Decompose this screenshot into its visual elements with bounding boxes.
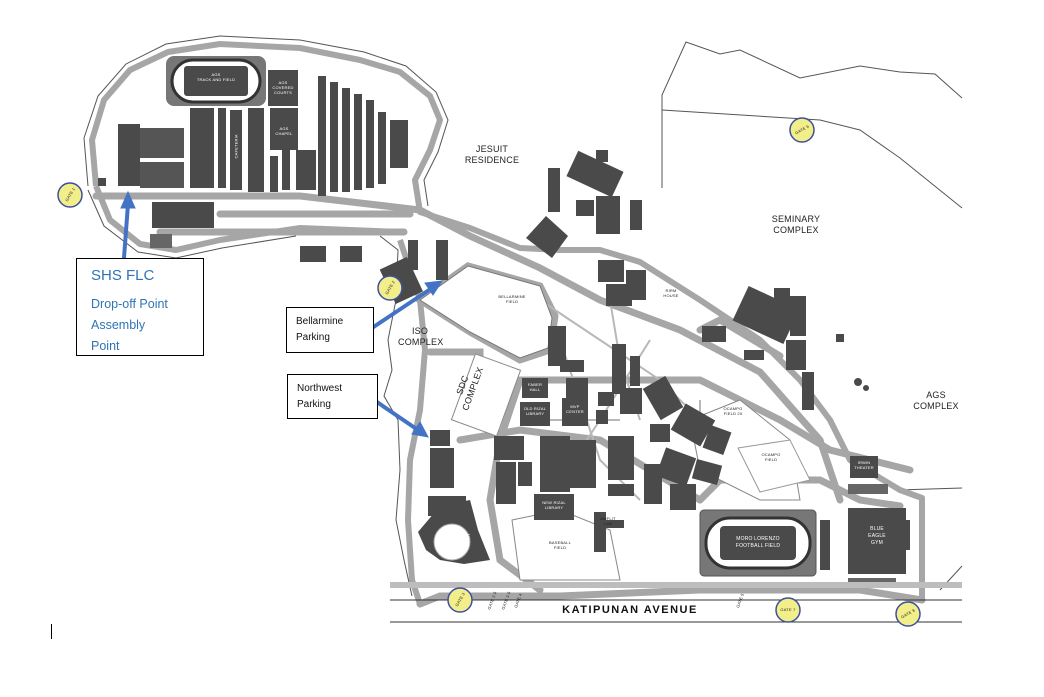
area-label-line: SEMINARY (771, 214, 821, 224)
area-label-line: AGS (926, 390, 946, 400)
label-line: FIELD (505, 299, 519, 304)
gate-marker (447, 587, 473, 613)
label-line: GYM (871, 540, 883, 546)
callout-title: SHS FLC (91, 267, 155, 284)
area-label-line: COMPLEX (913, 401, 959, 411)
label-line: BELLARMINE (498, 294, 526, 299)
callout-shs-flc: SHS FLC Drop-off Point Assembly Point (76, 258, 204, 356)
gates (57, 117, 921, 627)
label-line: OCAMPO (723, 406, 743, 411)
area-label-line: JESUIT (475, 144, 509, 154)
football-field (699, 509, 817, 577)
label-line: TRACK AND FIELD (196, 77, 236, 82)
label-line: CHAPEL (275, 131, 293, 136)
label-line: HOUSE (663, 293, 679, 298)
callout-line: Parking (297, 399, 331, 410)
label-line: EAGLE (868, 533, 886, 539)
label-line: LAB (603, 521, 613, 526)
label-line: AGS (211, 72, 221, 77)
label-line: OLD RIZAL (523, 406, 547, 411)
label-arete: ARETE (440, 535, 480, 541)
label-line: MVP (570, 404, 580, 409)
label-line: LIBRARY (544, 505, 564, 510)
area-label-line: COMPLEX (773, 225, 819, 235)
label-line: FOOTBALL FIELD (735, 543, 781, 549)
label-line: BASEBALL (548, 540, 572, 545)
label-line: FABER (527, 382, 543, 387)
text-cursor (51, 624, 52, 639)
area-label-line: RESIDENCE (464, 155, 520, 165)
label-line: NEW RIZAL (542, 500, 566, 505)
label-line: CAFETERIA (233, 134, 239, 159)
gate-marker (775, 597, 801, 623)
label-line: OCAMPO (761, 452, 781, 457)
label-line: AGS COVERED (272, 80, 294, 90)
label-line: THEATER (854, 465, 874, 470)
label-line: HALL (529, 387, 541, 392)
callout-northwest-parking: Northwest Parking (287, 374, 378, 419)
area-label-line: COMPLEX (398, 337, 444, 347)
callout-body: Drop-off Point Assembly Point (91, 294, 168, 357)
label-line: ARETE (449, 535, 471, 541)
label-line: FIELD (553, 545, 567, 550)
gate-marker (57, 182, 83, 208)
callout-line: Point (91, 339, 120, 353)
arete-court (433, 523, 471, 561)
label-line: CENTER (566, 409, 584, 414)
label-line: FIELD (764, 457, 778, 462)
label-line: COURTS (273, 90, 293, 95)
label-cafeteria: CAFETERIA (233, 134, 239, 159)
label-line: AMFLIT (600, 516, 616, 521)
gate-label: GATE 7 (778, 607, 798, 612)
gate-marker (895, 601, 921, 627)
gate-marker (789, 117, 815, 143)
callout-line: Assembly (91, 318, 146, 332)
buildings (98, 70, 910, 588)
label-line: LIBRARY (525, 411, 545, 416)
callout-line: Drop-off Point (91, 297, 168, 311)
gate-label-text: GATE 7 (780, 607, 796, 612)
label-line: IRWIN (857, 460, 871, 465)
road-label-katipunan: KATIPUNAN AVENUE (562, 604, 698, 616)
callout-arrows (120, 190, 443, 438)
gate-marker (377, 275, 403, 301)
callout-line: Bellarmine (296, 316, 344, 327)
label-line: MORO LORENZO (736, 536, 780, 542)
callout-line: Parking (296, 332, 330, 343)
label-line: AGS (279, 126, 289, 131)
callout-bellarmine-parking: Bellarmine Parking (286, 307, 374, 353)
roads (92, 192, 926, 608)
callout-line: Northwest (297, 383, 343, 394)
area-label-line: ISO (411, 326, 429, 336)
label-line: FIELD 20 (723, 411, 743, 416)
fields (419, 265, 811, 581)
katipunan-avenue (390, 582, 962, 623)
label-line: BLUE (870, 526, 884, 532)
label-line: RIRM (665, 288, 677, 293)
ags-track (166, 56, 266, 106)
